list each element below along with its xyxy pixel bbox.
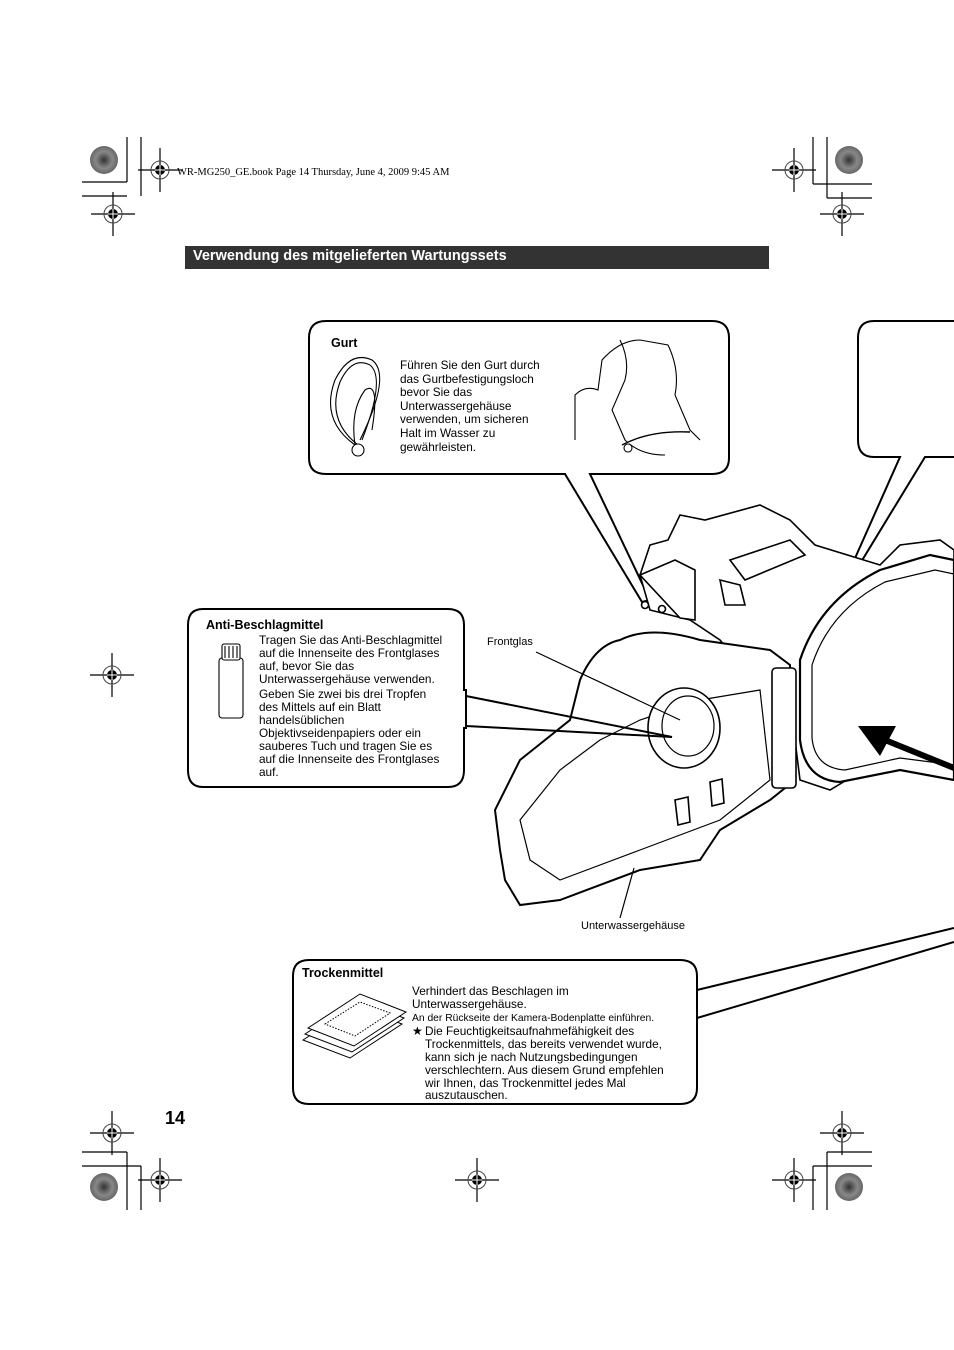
text-line: bevor Sie das (400, 385, 473, 400)
text-line: auszutauschen. (425, 1088, 508, 1103)
text-line: Halt im Wasser zu (400, 425, 496, 440)
anti-beschlag-description: Tragen Sie das Anti-Beschlagmittel auf d… (259, 634, 442, 779)
replacement-note: ★ Die Feuchtigkeitsaufnahmefähigkeit des… (412, 1025, 664, 1102)
text-line: auf die Innenseite des Frontglases (259, 646, 440, 660)
color-target-icon (835, 1173, 863, 1201)
text-line: kann sich je nach Nutzungsbedingungen (425, 1049, 638, 1064)
text-line: Verhindert das Beschlagen im (412, 984, 569, 998)
hand-with-strap-illustration (574, 339, 701, 456)
text-line: das Gurtbefestigungsloch (400, 371, 534, 386)
text-line: auf. (259, 765, 279, 779)
text-line: handelsüblichen (259, 713, 345, 727)
text-line: wir Ihnen, das Trockenmittel jedes Mal (425, 1075, 626, 1090)
strap-icon (330, 356, 381, 457)
unterwassergehaeuse-label: Unterwassergehäuse (581, 920, 685, 932)
text-line: auf, bevor Sie das (259, 659, 355, 673)
insert-note: An der Rückseite der Kamera-Bodenplatte … (412, 1012, 655, 1024)
text-line: auf die Innenseite des Frontglases (259, 752, 440, 766)
text-line: des Mittels auf ein Blatt (259, 700, 381, 714)
section-title: Verwendung des mitgelieferten Wartungsse… (193, 248, 507, 264)
trockenmittel-description: Verhindert das Beschlagen im Unterwasser… (412, 985, 664, 1102)
trockenmittel-callout-frame (292, 959, 698, 1105)
text-line: Tragen Sie das Anti-Beschlagmittel (259, 633, 443, 647)
anti-beschlag-title: Anti-Beschlagmittel (206, 618, 324, 632)
text-line: Unterwassergehäuse. (412, 996, 527, 1011)
housing-drawing (493, 504, 954, 907)
right-callout-frame (850, 320, 954, 569)
print-slug: WR-MG250_GE.book Page 14 Thursday, June … (177, 167, 450, 178)
text-line: gewährleisten. (400, 439, 477, 454)
star-icon: ★ (412, 1024, 423, 1039)
text-line: Unterwassergehäuse verwenden. (259, 672, 435, 686)
desiccant-packs-icon (301, 993, 408, 1059)
anti-beschlag-callout-frame (187, 608, 467, 788)
text-line: Objektivseidenpapiers oder ein (259, 726, 421, 740)
crop-marks-top-left (82, 137, 142, 197)
text-line: verwenden, um sicheren (400, 412, 529, 427)
text-line: Unterwassergehäuse (400, 398, 512, 413)
crop-marks-top-right (812, 137, 872, 199)
color-target-icon (90, 146, 118, 174)
frontglas-leader (535, 651, 681, 721)
color-target-icon (835, 146, 863, 174)
text-line: verschlechtern. Aus diesem Grund empfehl… (425, 1062, 664, 1077)
frontglas-label: Frontglas (487, 636, 533, 648)
text-line: Trockenmittels, das bereits verwendet wu… (425, 1037, 662, 1052)
text-line: Führen Sie den Gurt durch (400, 358, 540, 372)
section-heading-bar: Verwendung des mitgelieferten Wartungsse… (185, 246, 769, 269)
gurt-title: Gurt (331, 336, 358, 350)
page-number: 14 (165, 1108, 186, 1128)
trockenmittel-title: Trockenmittel (302, 966, 384, 980)
insert-arrow-icon (858, 726, 954, 771)
color-target-icon (90, 1173, 118, 1201)
crop-marks-bottom-right (812, 1151, 872, 1210)
leader-lines (465, 695, 673, 738)
anti-fog-bottle-icon (218, 643, 244, 719)
text-line: Geben Sie zwei bis drei Tropfen (259, 687, 427, 701)
unterwassergehaeuse-leader (619, 867, 635, 919)
text-line: sauberes Tuch und tragen Sie es (259, 739, 433, 753)
trockenmittel-leader (696, 927, 954, 1019)
text-line: Die Feuchtigkeitsaufnahmefähigkeit des (425, 1024, 635, 1039)
gurt-description: Führen Sie den Gurt durch das Gurtbefest… (400, 358, 540, 454)
crop-marks-bottom-left (82, 1151, 142, 1210)
